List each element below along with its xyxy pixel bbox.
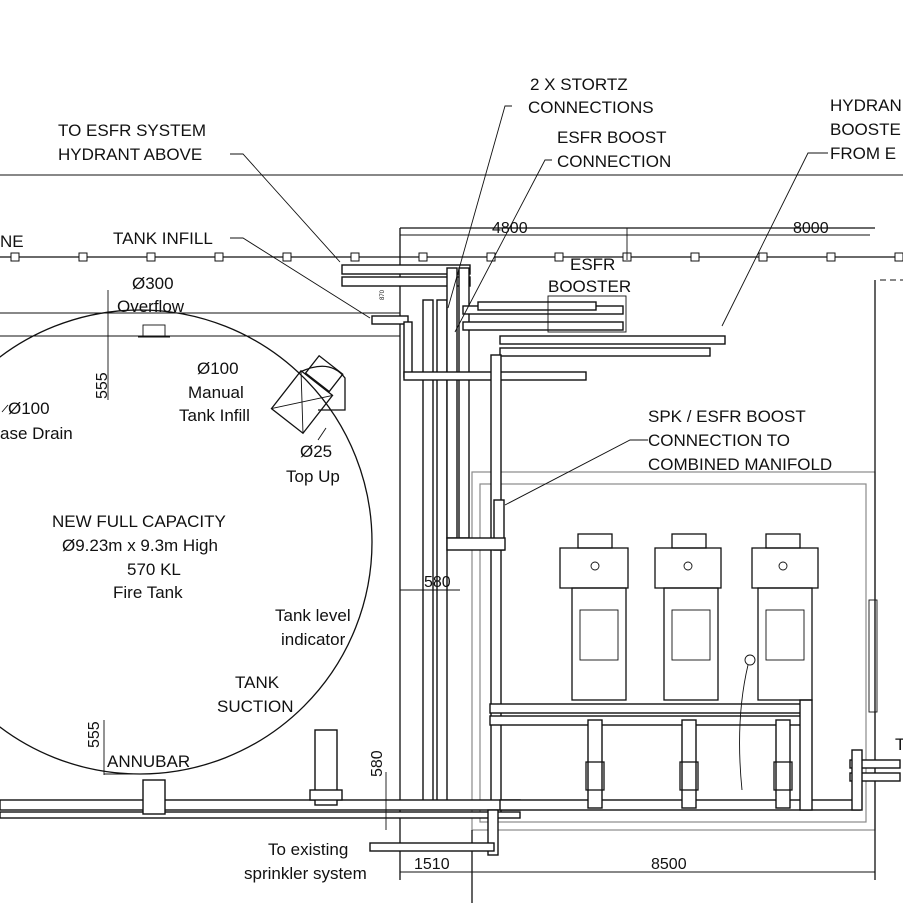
tank-suction-line2: SUCTION bbox=[217, 697, 294, 716]
dimension-lines bbox=[103, 228, 903, 873]
dim-1510: 1510 bbox=[414, 856, 450, 873]
hydrant-line-marker bbox=[826, 252, 836, 262]
hydrant-line-marker bbox=[690, 252, 700, 262]
spk-esfr-line2: CONNECTION TO bbox=[648, 431, 790, 450]
tank-infill-label: TANK INFILL bbox=[113, 229, 213, 248]
pump-unit-2 bbox=[654, 533, 722, 791]
esfr-system-label: TO ESFR SYSTEM HYDRANT ABOVE bbox=[58, 121, 206, 164]
case-drain-text: ase Drain bbox=[0, 424, 73, 443]
stortz-label-line2: CONNECTIONS bbox=[528, 98, 654, 117]
dim-555-top: 555 bbox=[94, 372, 111, 399]
esfr-boost-line1: ESFR BOOST bbox=[557, 128, 667, 147]
dim-555-bottom: 555 bbox=[86, 721, 103, 748]
annubar-label: ANNUBAR bbox=[107, 752, 190, 771]
pump-unit-3 bbox=[739, 533, 819, 791]
tank-level-line1: Tank level bbox=[275, 606, 351, 625]
hydrant-line-marker bbox=[758, 252, 768, 262]
hydrant-line-marker bbox=[78, 252, 88, 262]
hydrant-line-marker bbox=[486, 252, 496, 262]
hydrant-line-marker bbox=[146, 252, 156, 262]
tank-suction-line1: TANK bbox=[235, 673, 280, 692]
top-up-size: Ø25 bbox=[300, 442, 332, 461]
dim-8000: 8000 bbox=[793, 220, 829, 237]
tank-label-line1: NEW FULL CAPACITY bbox=[52, 512, 226, 531]
spk-esfr-line1: SPK / ESFR BOOST bbox=[648, 407, 806, 426]
dim-4800: 4800 bbox=[492, 220, 528, 237]
dim-870: 870 bbox=[380, 289, 386, 300]
spk-esfr-label: SPK / ESFR BOOST CONNECTION TO COMBINED … bbox=[648, 407, 832, 474]
overflow-text: Overflow bbox=[117, 297, 185, 316]
pipework bbox=[0, 264, 901, 856]
existing-sprinkler-label: To existing sprinkler system bbox=[244, 840, 367, 883]
hydrant-line-marker bbox=[418, 252, 428, 262]
pump-unit-1 bbox=[559, 533, 629, 791]
overflow-label: Ø300 Overflow bbox=[117, 274, 185, 316]
hydrant-booster-line1: HYDRAN bbox=[830, 96, 902, 115]
manual-infill-line2: Manual bbox=[188, 383, 244, 402]
tank-level-line2: indicator bbox=[281, 630, 346, 649]
case-drain-size: Ø100 bbox=[8, 399, 50, 418]
hydrant-booster-line3: FROM E bbox=[830, 144, 896, 163]
dim-580-horizontal: 580 bbox=[424, 574, 451, 591]
hydrant-booster-line2: BOOSTE bbox=[830, 120, 901, 139]
tank-label-line3: 570 KL bbox=[127, 560, 181, 579]
stortz-label-line1: 2 X STORTZ bbox=[530, 75, 628, 94]
spk-esfr-line3: COMBINED MANIFOLD bbox=[648, 455, 832, 474]
manual-infill-size: Ø100 bbox=[197, 359, 239, 378]
esfr-booster-line2: BOOSTER bbox=[548, 277, 631, 296]
top-up-label: Ø25 Top Up bbox=[286, 442, 340, 486]
esfr-boost-line2: CONNECTION bbox=[557, 152, 671, 171]
stortz-label: 2 X STORTZ CONNECTIONS bbox=[528, 75, 654, 117]
tank-label-line4: Fire Tank bbox=[113, 583, 183, 602]
tank-label: NEW FULL CAPACITY Ø9.23m x 9.3m High 570… bbox=[52, 512, 226, 602]
hydrant-line-marker bbox=[554, 252, 564, 262]
esfr-boost-connection-label: ESFR BOOST CONNECTION bbox=[557, 128, 671, 171]
manual-infill-label: Ø100 Manual Tank Infill bbox=[179, 359, 250, 425]
hydrant-line-marker bbox=[214, 252, 224, 262]
esfr-booster-line1: ESFR bbox=[570, 255, 615, 274]
infill-hood bbox=[299, 365, 346, 411]
hydrant-line-marker bbox=[10, 252, 20, 262]
overflow-size: Ø300 bbox=[132, 274, 174, 293]
hydrant-line-marker bbox=[350, 252, 360, 262]
hydrant-line-markers bbox=[10, 252, 903, 262]
existing-line1: To existing bbox=[268, 840, 348, 859]
manual-infill-line3: Tank Infill bbox=[179, 406, 250, 425]
top-up-text: Top Up bbox=[286, 467, 340, 486]
t-partial-label: T bbox=[895, 735, 903, 754]
tank-suction-label: TANK SUCTION bbox=[217, 673, 294, 716]
hydrant-line-marker bbox=[894, 252, 903, 262]
tank-label-line2: Ø9.23m x 9.3m High bbox=[62, 536, 218, 555]
ne-partial-label: NE bbox=[0, 232, 24, 251]
hydrant-booster-label: HYDRAN BOOSTE FROM E bbox=[830, 96, 902, 163]
case-drain-label: Ø100 ase Drain bbox=[0, 399, 73, 443]
esfr-system-line1: TO ESFR SYSTEM bbox=[58, 121, 206, 140]
dim-8500: 8500 bbox=[651, 856, 687, 873]
leader-lines bbox=[1, 105, 828, 775]
manual-tank-infill bbox=[270, 354, 344, 435]
hydrant-line-marker bbox=[282, 252, 292, 262]
dim-580-vertical: 580 bbox=[369, 750, 386, 777]
esfr-system-line2: HYDRANT ABOVE bbox=[58, 145, 202, 164]
existing-line2: sprinkler system bbox=[244, 864, 367, 883]
esfr-booster-label: ESFR BOOSTER bbox=[548, 255, 631, 296]
tank-level-label: Tank level indicator bbox=[275, 606, 351, 649]
